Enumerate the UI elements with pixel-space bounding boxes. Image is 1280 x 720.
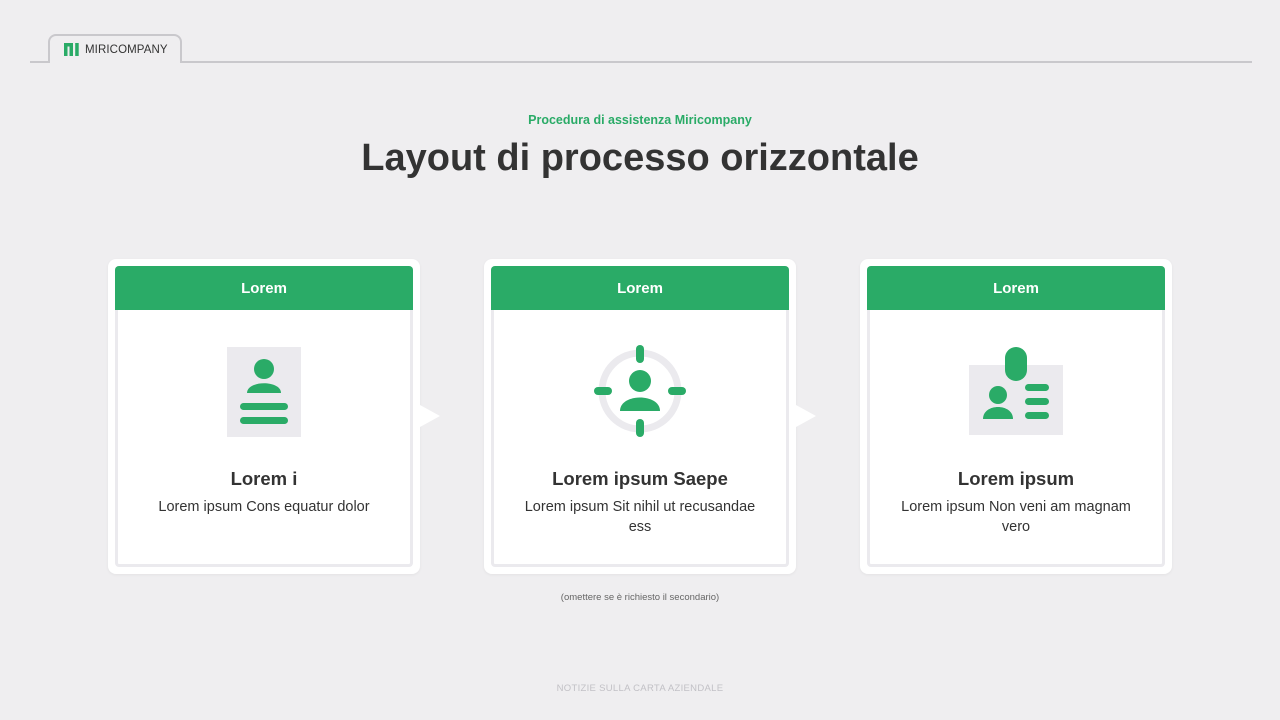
step-arrow: [420, 405, 440, 427]
miricompany-logo-icon: [64, 43, 79, 56]
card-title: Lorem ipsum: [957, 468, 1075, 489]
card-header: Lorem: [491, 266, 789, 310]
footer-text: NOTIZIE SULLA CARTA AZIENDALE: [556, 683, 724, 694]
card-title: Lorem i: [230, 468, 298, 489]
id-badge-icon: [969, 347, 1063, 435]
secondary-note: (omettere se è richiesto il secondario): [560, 592, 720, 603]
card-header: Lorem: [115, 266, 413, 310]
card-text: Lorem ipsum Cons equatur dolor: [158, 499, 370, 515]
brand-tab: MIRICOMPANY: [48, 34, 182, 63]
card-text: Lorem ipsum Sit nihil ut recusandae ess: [524, 499, 756, 535]
process-step-card-2: Lorem Lorem ipsum Saepe Lorem ipsum Sit …: [484, 259, 796, 574]
step-arrow: [796, 405, 816, 427]
slide-subtitle: Procedura di assistenza Miricompany: [528, 113, 752, 127]
card-body: [491, 266, 789, 567]
brand-name: MIRICOMPANY: [85, 43, 168, 56]
slide-title: Layout di processo orizzontale: [361, 137, 919, 179]
user-document-icon: [227, 347, 301, 437]
user-target-icon: [594, 345, 686, 437]
card-text: Lorem ipsum Non veni am magnam vero: [901, 499, 1131, 535]
process-step-card-1: Lorem Lorem i Lorem ipsum Cons equatur d…: [108, 259, 420, 574]
card-header: Lorem: [867, 266, 1165, 310]
header-divider: [30, 61, 1252, 63]
card-title: Lorem ipsum Saepe: [552, 468, 728, 489]
process-step-card-3: Lorem Lorem ipsum Lorem ipsum Non veni a…: [860, 259, 1172, 574]
